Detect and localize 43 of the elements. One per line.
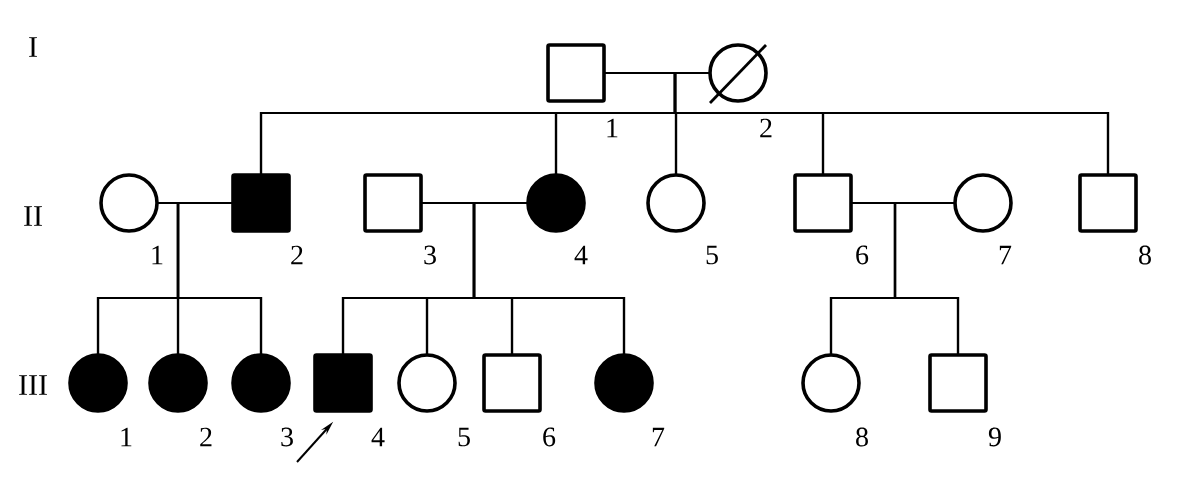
individual-number: 9 — [988, 427, 1001, 447]
individual-number: 1 — [152, 245, 163, 265]
generation-label: I — [29, 37, 37, 57]
generation-label: II — [24, 206, 42, 226]
individual-number: 8 — [856, 427, 868, 447]
individual-number: 6 — [543, 427, 556, 447]
affected-female-circle — [68, 353, 128, 413]
male-square — [363, 173, 423, 233]
individual-number: 4 — [371, 427, 385, 447]
male-square — [482, 353, 542, 413]
descent-line — [893, 201, 960, 355]
female-circle — [801, 353, 861, 413]
individual-number: 5 — [458, 427, 470, 447]
descent-line — [472, 201, 626, 355]
individual-number: 2 — [291, 245, 303, 265]
individual-number: 1 — [607, 118, 618, 138]
individual-number: 2 — [200, 427, 212, 447]
affected-female-circle — [148, 353, 208, 413]
affected-female-circle — [594, 353, 654, 413]
male-square — [1078, 173, 1138, 233]
deceased-female-circle — [708, 43, 768, 104]
affected-male-square — [313, 353, 373, 413]
individual-number: 3 — [281, 427, 293, 447]
female-circle — [953, 173, 1013, 233]
affected-female-circle — [526, 173, 586, 233]
individual-number: 2 — [760, 118, 772, 138]
female-circle — [646, 173, 706, 233]
individual-number: 7 — [652, 427, 665, 447]
individual-number: 6 — [856, 245, 869, 265]
affected-male-square — [231, 173, 291, 233]
male-square — [928, 353, 988, 413]
female-circle — [99, 173, 159, 233]
descent-line — [176, 201, 263, 355]
male-square — [546, 43, 606, 103]
individual-number: 3 — [424, 245, 436, 265]
individual-number: 7 — [999, 245, 1012, 265]
individual-number: 5 — [706, 245, 718, 265]
female-circle — [397, 353, 457, 413]
male-square — [793, 173, 853, 233]
individual-number: 1 — [121, 427, 132, 447]
individual-number: 4 — [574, 245, 588, 265]
individual-number: 8 — [1139, 245, 1151, 265]
affected-female-circle — [231, 353, 291, 413]
